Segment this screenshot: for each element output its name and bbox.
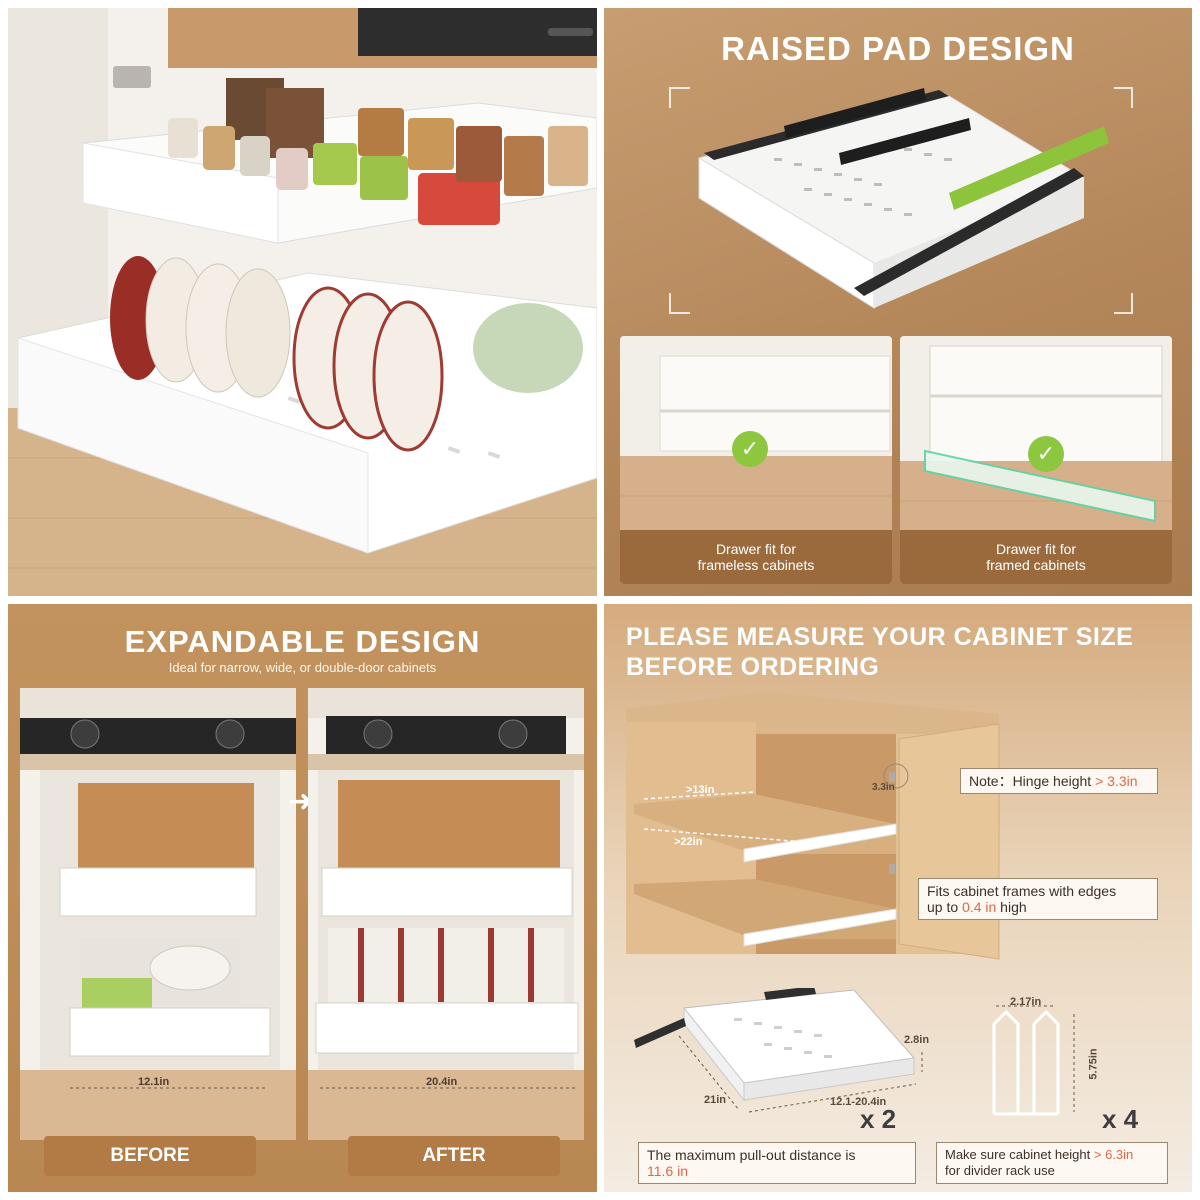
rack-height-label: 5.75in bbox=[1087, 1048, 1100, 1080]
drawer-height-label: 2.8in bbox=[904, 1034, 930, 1046]
expandable-title: EXPANDABLE DESIGN bbox=[124, 624, 481, 659]
drawer-depth-label: 21in bbox=[704, 1094, 727, 1106]
frameless-caption: Drawer fit for frameless cabinets bbox=[620, 530, 892, 584]
framed-caption: Drawer fit for framed cabinets bbox=[900, 530, 1172, 584]
drawer-count: x 2 bbox=[860, 1104, 897, 1134]
pull-out-note-value: 11.6 in bbox=[647, 1163, 688, 1179]
checkmark-icon: ✓ bbox=[732, 431, 768, 467]
frame-corners bbox=[669, 87, 1133, 314]
hinge-note: Note：Hinge height > 3.3in bbox=[960, 768, 1158, 794]
frame-note-prefix: up to bbox=[927, 899, 963, 915]
measure-panel: PLEASE MEASURE YOUR CABINET SIZE BEFORE … bbox=[604, 604, 1192, 1192]
drawer-dimension-diagram bbox=[634, 988, 923, 1113]
height-note-line1: Make sure cabinet height > 6.3in bbox=[945, 1147, 1159, 1163]
after-image: 20.4in bbox=[308, 688, 584, 1140]
framed-caption-line2: framed cabinets bbox=[986, 557, 1086, 573]
height-note: Make sure cabinet height > 6.3in for div… bbox=[936, 1142, 1168, 1184]
hinge-height-label: 3.3in bbox=[872, 782, 895, 793]
height-note-prefix: Make sure cabinet height bbox=[945, 1147, 1094, 1162]
drawer-width-label: 12.1-20.4in bbox=[830, 1096, 887, 1108]
frameless-caption-line2: frameless cabinets bbox=[697, 557, 815, 573]
framed-cabinet-image: ✓ Drawer fit for framed cabinets bbox=[900, 336, 1172, 584]
after-label: AFTER bbox=[348, 1136, 560, 1176]
before-width-label: 12.1in bbox=[138, 1076, 170, 1088]
checkmark-icon: ✓ bbox=[1028, 436, 1064, 472]
frameless-cabinet-image: ✓ Drawer fit for frameless cabinets bbox=[620, 336, 892, 584]
frame-note: Fits cabinet frames with edges up to 0.4… bbox=[918, 878, 1158, 920]
raised-pad-panel: RAISED PAD DESIGN bbox=[604, 8, 1192, 596]
pull-out-note: The maximum pull-out distance is 11.6 in bbox=[638, 1142, 916, 1184]
frame-note-line2: up to 0.4 in high bbox=[927, 899, 1149, 915]
frame-note-suffix: high bbox=[996, 899, 1027, 915]
width-label: >22in bbox=[674, 836, 703, 848]
before-image: 12.1in bbox=[20, 688, 296, 1140]
framed-caption-line1: Drawer fit for bbox=[995, 541, 1077, 557]
divider-rack-diagram bbox=[992, 1005, 1075, 1116]
frameless-caption-line1: Drawer fit for bbox=[715, 541, 797, 557]
kitchen-drawers-illustration bbox=[8, 8, 597, 596]
height-note-line2: for divider rack use bbox=[945, 1163, 1055, 1178]
before-label: BEFORE bbox=[44, 1136, 256, 1176]
expandable-design-panel: EXPANDABLE DESIGN Ideal for narrow, wide… bbox=[8, 604, 597, 1192]
raised-pad-title: RAISED PAD DESIGN bbox=[721, 30, 1075, 67]
frame-note-line1: Fits cabinet frames with edges bbox=[927, 883, 1117, 899]
hinge-note-text: Note：Hinge height bbox=[969, 773, 1096, 789]
after-width-label: 20.4in bbox=[426, 1076, 458, 1088]
hinge-note-value: > 3.3in bbox=[1095, 773, 1138, 789]
product-photo-panel bbox=[8, 8, 597, 596]
cabinet-illustration bbox=[626, 692, 1000, 960]
measure-title: PLEASE MEASURE YOUR CABINET SIZE BEFORE … bbox=[626, 622, 1133, 682]
pull-out-note-line1: The maximum pull-out distance is bbox=[647, 1147, 856, 1163]
rack-width-label: 2.17in bbox=[1010, 996, 1042, 1008]
measure-title-line1: PLEASE MEASURE YOUR CABINET SIZE bbox=[626, 623, 1134, 651]
frame-note-value: 0.4 in bbox=[962, 899, 997, 915]
rack-count: x 4 bbox=[1102, 1104, 1139, 1134]
depth-label: >13in bbox=[686, 784, 715, 796]
measure-title-line2: BEFORE ORDERING bbox=[626, 653, 880, 681]
expandable-subtitle: Ideal for narrow, wide, or double-door c… bbox=[168, 660, 437, 675]
height-note-value: > 6.3in bbox=[1093, 1147, 1134, 1162]
